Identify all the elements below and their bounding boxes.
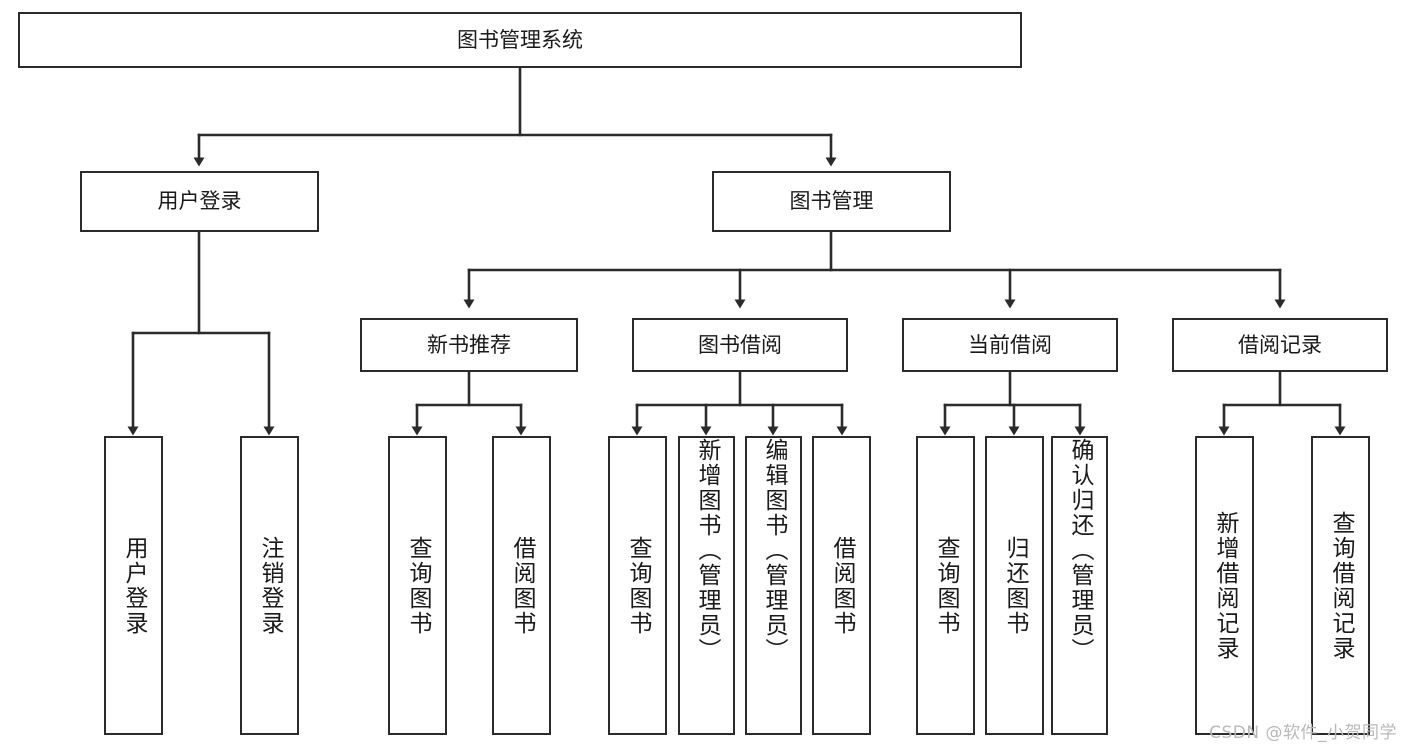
node-leaf-rec-search-label: 查询借阅记录 — [1328, 510, 1354, 661]
node-leaf-borrow-do[interactable]: 借阅图书 — [812, 436, 871, 735]
node-leaf-rec-borrow[interactable]: 借阅图书 — [492, 436, 551, 735]
node-leaf-rec-query[interactable]: 查询图书 — [388, 436, 447, 735]
node-leaf-borrow-add-label: 新增图书（管理员） — [694, 438, 720, 663]
node-leaf-rec-borrow-label: 借阅图书 — [509, 535, 535, 636]
node-borrow-record-label: 借阅记录 — [1238, 332, 1322, 357]
node-book-manage[interactable]: 图书管理 — [712, 171, 951, 232]
node-leaf-borrow-query-label: 查询图书 — [625, 535, 651, 636]
node-leaf-borrow-query[interactable]: 查询图书 — [608, 436, 667, 735]
node-leaf-cur-query-label: 查询图书 — [933, 535, 959, 636]
node-leaf-user-login[interactable]: 用户登录 — [104, 436, 163, 735]
node-leaf-cur-query[interactable]: 查询图书 — [916, 436, 975, 735]
node-leaf-borrow-add[interactable]: 新增图书（管理员） — [678, 436, 735, 735]
node-root-label: 图书管理系统 — [457, 27, 583, 52]
node-leaf-rec-search[interactable]: 查询借阅记录 — [1311, 436, 1370, 735]
node-user-login[interactable]: 用户登录 — [80, 171, 319, 232]
node-leaf-borrow-do-label: 借阅图书 — [829, 535, 855, 636]
node-current-borrow-label: 当前借阅 — [968, 332, 1052, 357]
node-leaf-cur-confirm-label: 确认归还（管理员） — [1067, 438, 1093, 663]
node-new-book-rec-label: 新书推荐 — [427, 332, 511, 357]
node-leaf-user-logout-label: 注销登录 — [257, 535, 283, 636]
node-leaf-rec-add[interactable]: 新增借阅记录 — [1195, 436, 1254, 735]
node-leaf-user-logout[interactable]: 注销登录 — [240, 436, 299, 735]
node-book-borrow-label: 图书借阅 — [698, 332, 782, 357]
node-root[interactable]: 图书管理系统 — [18, 12, 1022, 68]
node-leaf-borrow-edit[interactable]: 编辑图书（管理员） — [745, 436, 802, 735]
node-leaf-cur-return-label: 归还图书 — [1002, 535, 1028, 636]
node-leaf-borrow-edit-label: 编辑图书（管理员） — [761, 438, 787, 663]
watermark: CSDN @软件_小贺同学 — [1209, 723, 1397, 743]
node-leaf-cur-confirm[interactable]: 确认归还（管理员） — [1051, 436, 1108, 735]
node-leaf-user-login-label: 用户登录 — [121, 535, 147, 636]
node-leaf-cur-return[interactable]: 归还图书 — [985, 436, 1044, 735]
node-borrow-record[interactable]: 借阅记录 — [1172, 318, 1388, 372]
node-user-login-label: 用户登录 — [157, 189, 242, 214]
node-current-borrow[interactable]: 当前借阅 — [902, 318, 1118, 372]
node-new-book-rec[interactable]: 新书推荐 — [360, 318, 578, 372]
node-leaf-rec-add-label: 新增借阅记录 — [1212, 510, 1238, 661]
node-book-borrow[interactable]: 图书借阅 — [632, 318, 848, 372]
node-leaf-rec-query-label: 查询图书 — [405, 535, 431, 636]
node-book-manage-label: 图书管理 — [789, 189, 874, 214]
